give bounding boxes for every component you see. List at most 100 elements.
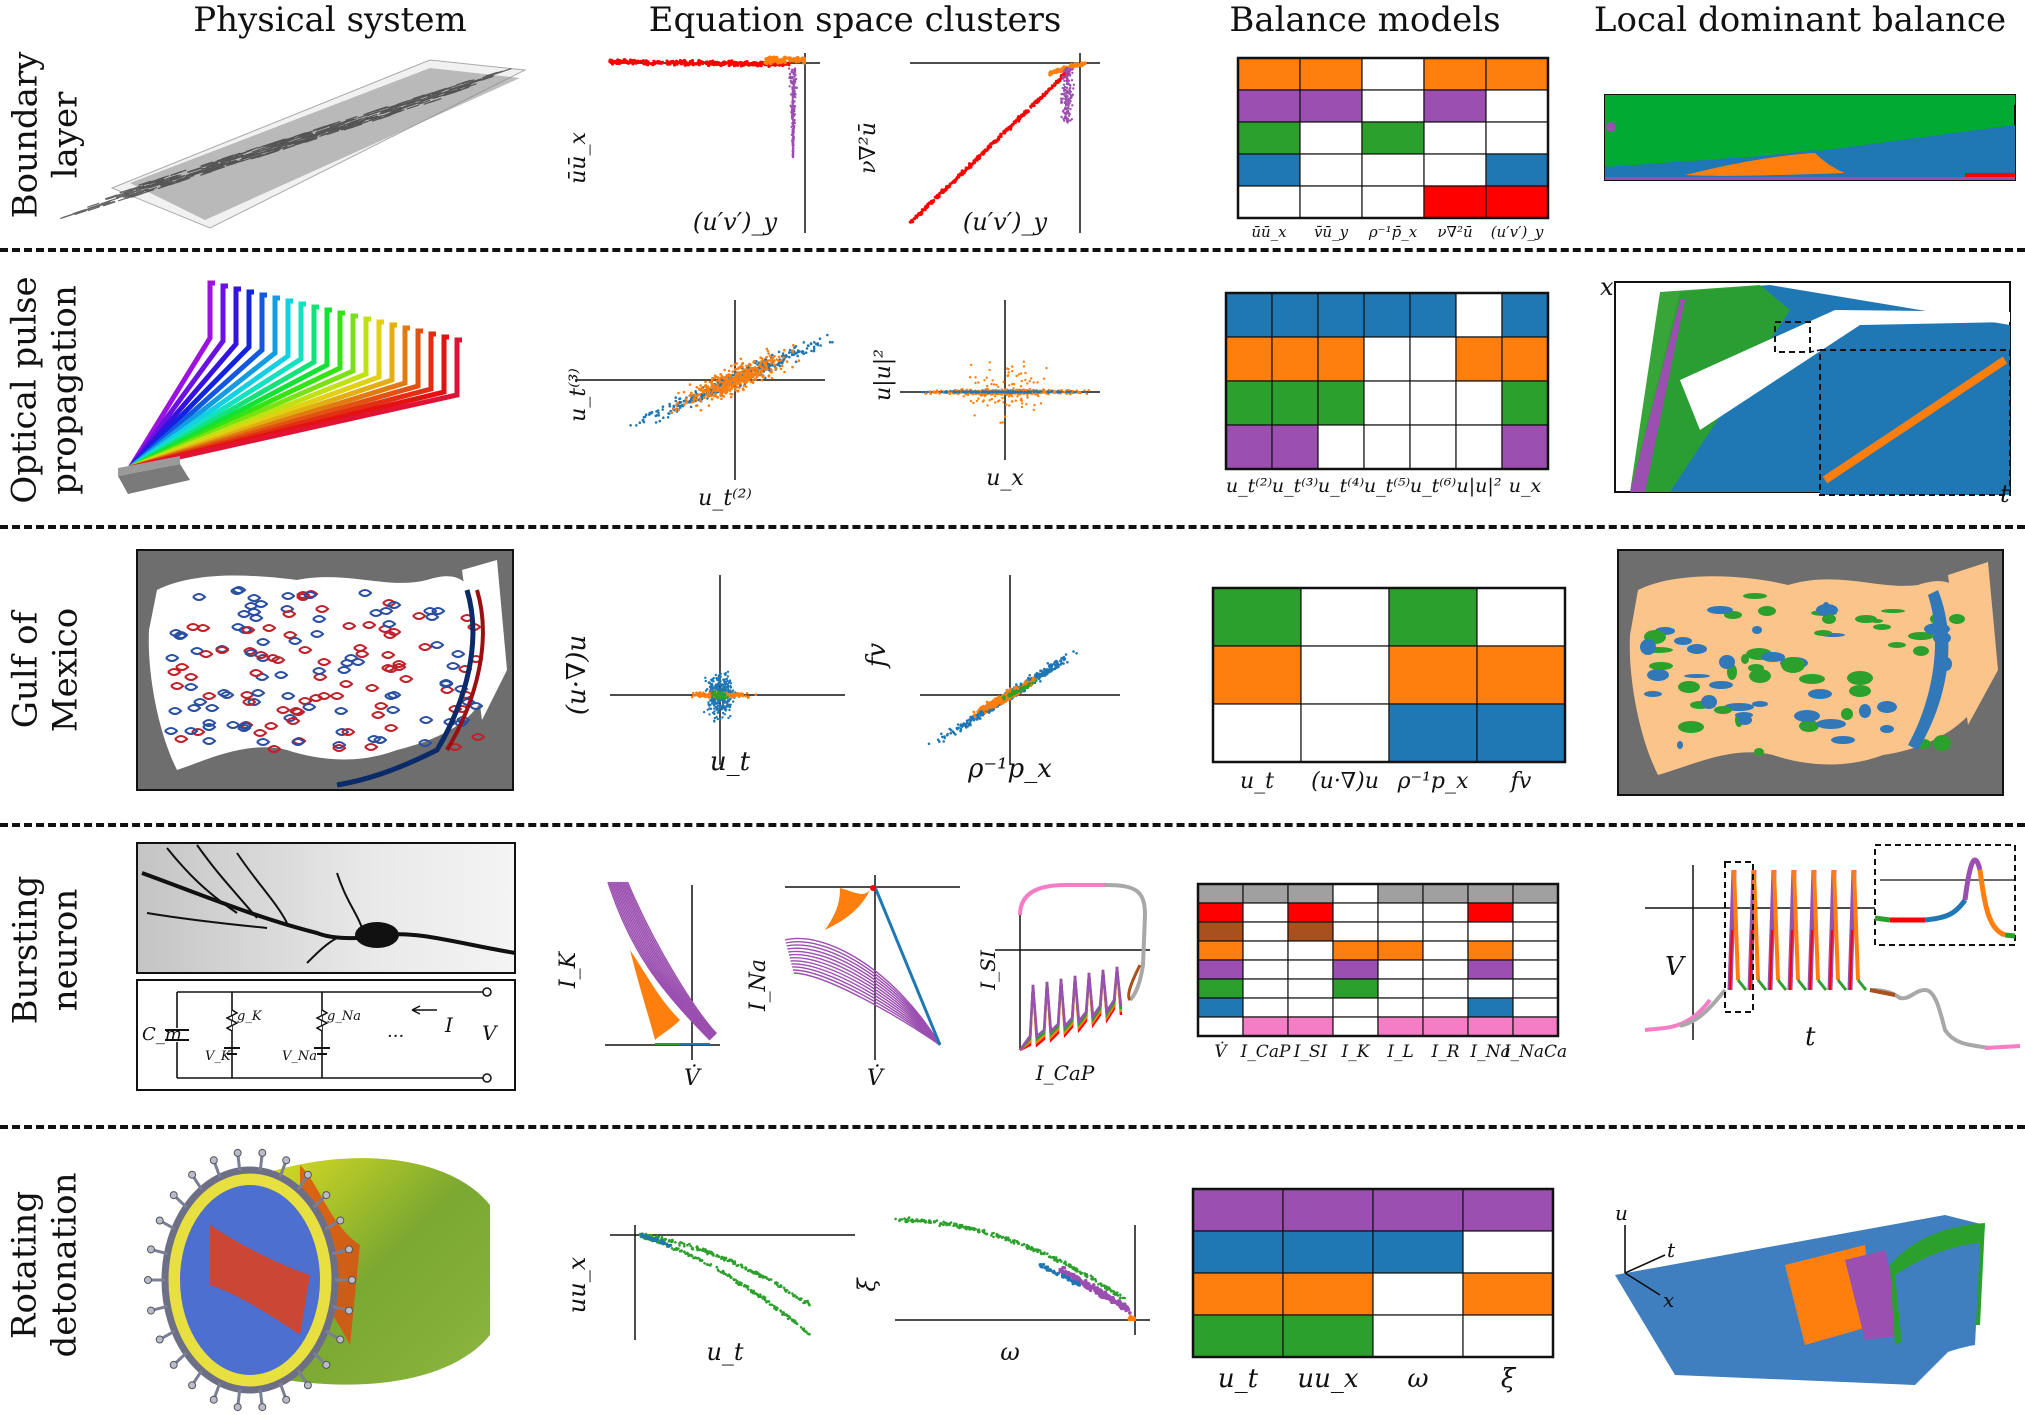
vortex — [369, 609, 384, 617]
scatter-point — [708, 380, 712, 384]
scatter-point — [1024, 110, 1028, 113]
scatter-point — [792, 83, 795, 86]
scatter-point — [769, 368, 773, 371]
scatter-point — [697, 694, 700, 698]
scatter-point — [792, 343, 795, 347]
scatter-point — [1056, 663, 1059, 666]
scatter-point — [1010, 400, 1014, 403]
scatter-point — [973, 713, 976, 717]
scatter-point — [1031, 102, 1035, 106]
scatter-point — [919, 211, 923, 215]
flow-streak — [343, 125, 356, 131]
scatter-point — [783, 60, 787, 65]
boundary-cluster-plot-a: ūū_x (u′v′)_y — [566, 53, 820, 236]
scatter-point — [763, 368, 767, 371]
scatter-point — [1026, 394, 1029, 397]
scatter-point — [942, 740, 945, 743]
scatter-point — [1065, 119, 1069, 123]
scatter-point — [1072, 650, 1075, 653]
scatter-point — [793, 74, 797, 77]
scatter-point — [1050, 390, 1053, 394]
optical-fiber-spectrum-image — [118, 280, 462, 494]
flow-streak — [228, 152, 241, 158]
scatter-point — [805, 347, 809, 350]
scatter-point — [783, 370, 786, 374]
scatter-point — [1015, 374, 1018, 378]
scatter-point — [711, 694, 714, 697]
scatter-point — [733, 386, 737, 389]
flow-streak — [276, 141, 289, 147]
flow-streak — [409, 98, 422, 104]
scatter-point — [991, 379, 994, 382]
vortex — [288, 637, 303, 645]
vortex — [164, 727, 179, 735]
scatter-point — [682, 390, 686, 394]
scatter-point — [728, 708, 731, 712]
scatter-point — [1023, 391, 1027, 394]
scatter-point — [759, 356, 762, 359]
scatter-point — [1043, 390, 1047, 393]
scatter-point — [1019, 115, 1023, 119]
scatter-point — [674, 396, 677, 399]
scatter-point — [802, 341, 806, 344]
scatter-point — [721, 716, 724, 719]
flow-streak — [117, 192, 131, 198]
vortex — [256, 654, 271, 662]
scatter-point — [980, 707, 983, 710]
scatter-point — [725, 696, 728, 700]
column-header-balance: Balance models — [1229, 0, 1501, 40]
scatter-point — [960, 723, 963, 727]
vortex — [202, 723, 217, 731]
flow-streak — [462, 79, 475, 85]
scatter-point — [751, 374, 755, 378]
scatter-point — [777, 350, 781, 354]
injector-head — [169, 1191, 178, 1200]
scatter-point — [1047, 670, 1051, 674]
scatter-point — [704, 676, 707, 679]
scatter-point — [921, 391, 924, 394]
scatter-point — [716, 376, 720, 379]
scatter-point — [1016, 390, 1020, 394]
scatter-point — [1007, 395, 1011, 398]
scatter-point — [713, 716, 717, 720]
flow-streak — [490, 70, 504, 76]
scatter-point — [1008, 404, 1011, 407]
scatter-point — [926, 390, 929, 394]
scatter-point — [745, 692, 749, 695]
flow-streak — [427, 94, 440, 100]
gulf-cluster-plot-b: fv ρ⁻¹p_x — [862, 575, 1120, 784]
scatter-point — [1079, 391, 1082, 395]
scatter-point — [1046, 390, 1050, 393]
scatter-point — [710, 386, 713, 390]
scatter-point — [719, 372, 722, 376]
scatter-point — [1013, 390, 1016, 393]
scatter-point — [714, 394, 717, 398]
scatter-point — [641, 418, 645, 422]
scatter-point — [810, 349, 813, 353]
scatter-point — [716, 711, 719, 714]
scatter-point — [1065, 117, 1068, 121]
scatter-point — [1050, 664, 1054, 668]
vortex — [199, 650, 214, 658]
scatter-point — [949, 389, 952, 393]
scatter-point — [722, 60, 726, 64]
scatter-point — [1038, 390, 1041, 393]
scatter-point — [741, 694, 745, 698]
scatter-point — [989, 145, 993, 149]
scatter-point — [788, 348, 792, 352]
scatter-point — [998, 390, 1001, 393]
scatter-point — [926, 203, 929, 207]
scatter-point — [730, 693, 733, 697]
scatter-point — [704, 389, 708, 393]
scatter-point — [1004, 415, 1007, 418]
scatter-point — [973, 715, 977, 719]
scatter-point — [754, 62, 759, 66]
scatter-point — [763, 358, 767, 361]
scatter-point — [713, 386, 716, 389]
scatter-point — [980, 391, 983, 394]
vortex — [431, 607, 446, 615]
flow-streak — [320, 130, 334, 136]
scatter-point — [660, 60, 664, 64]
scatter-point — [707, 63, 711, 68]
scatter-point — [791, 365, 794, 369]
